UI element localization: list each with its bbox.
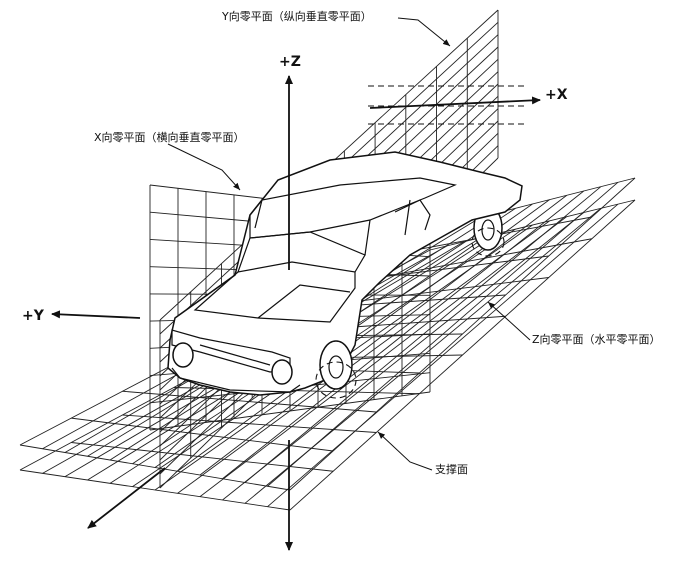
x-axis-negative [87,467,166,529]
support-grid-line [19,469,291,511]
right-headlight [271,359,293,385]
x-grid-line [149,391,431,431]
z-grid-line [122,390,377,413]
support-grid-line [327,277,549,306]
z-grid-line [19,444,291,491]
car-body [167,151,523,396]
y-zero-plane-label: Y向零平面（纵向垂直零平面） [221,9,372,23]
plus-x-label: +X [545,87,568,103]
front-grille [171,329,291,373]
x-dashed-lines [368,85,528,125]
coordinate-axes [51,75,541,551]
z-zero-plane-label: Z向零平面（水平零平面） [532,332,661,346]
plus-y-label: +Y [22,308,45,324]
support-grid-line [378,238,592,278]
support-grid-line [122,414,377,433]
x-zero-plane-label: X向零平面（横向垂直零平面） [94,130,245,144]
left-headlight [172,342,194,368]
car-hood [193,271,356,323]
car-illustration [167,151,523,399]
y-axis [51,310,141,319]
front-wheel [319,340,353,390]
plus-z-label: +Z [279,54,301,70]
support-plane-label: 支撑面 [435,462,468,476]
x-axis [369,96,541,109]
